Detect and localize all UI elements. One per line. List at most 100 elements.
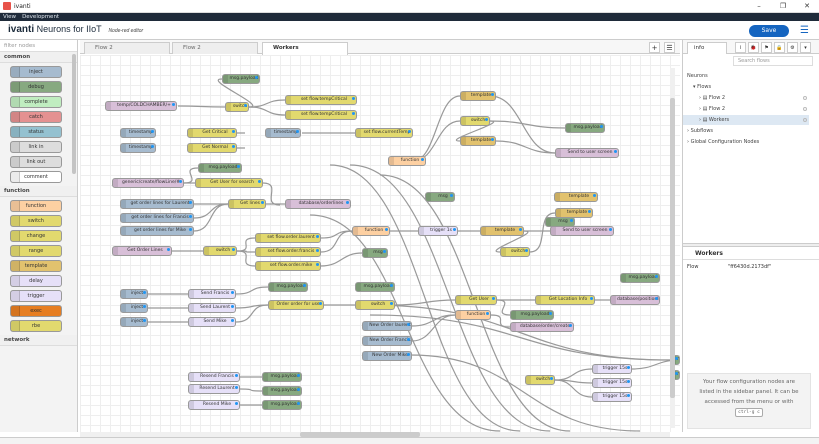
flow-node-inject[interactable]: New Order Mike — [362, 351, 412, 361]
flow-node-change[interactable]: set flow.currentTemp — [355, 128, 413, 138]
palette-node[interactable]: trigger — [10, 290, 62, 302]
info-icon[interactable]: i — [735, 42, 746, 53]
minimize-icon[interactable]: – — [757, 2, 761, 10]
flow-wire[interactable] — [489, 120, 566, 129]
flow-node-switch[interactable]: switch — [525, 375, 555, 385]
debug-icon[interactable]: 🐞 — [748, 42, 759, 53]
main-menu-icon[interactable]: ☰ — [800, 25, 809, 36]
tab-flow-2-a[interactable]: Flow 2 — [84, 42, 170, 54]
flow-node-inject[interactable]: inject — [120, 303, 148, 313]
add-tab-icon[interactable]: + — [649, 42, 660, 53]
flow-node-storage[interactable]: database/positionInfo — [610, 295, 660, 305]
flow-node-debug[interactable]: msg — [362, 248, 388, 258]
flow-wire[interactable] — [193, 203, 229, 219]
flow-node-delay[interactable]: Resend Mike — [188, 400, 240, 410]
palette-node[interactable]: inject — [10, 66, 62, 78]
flow-node-change[interactable]: set flow.order.francis — [255, 247, 321, 257]
flow-wire[interactable] — [320, 230, 353, 253]
flow-node-delay[interactable]: trigger 15s — [592, 378, 632, 388]
flow-node-storage[interactable]: database/orderlines — [285, 199, 351, 209]
flow-wire[interactable] — [329, 164, 521, 432]
flow-node-debug[interactable]: msg.payload — [262, 386, 302, 396]
tab-flow-2-b[interactable]: Flow 2 — [172, 42, 258, 54]
flow-wire[interactable] — [193, 203, 229, 232]
tab-list-icon[interactable]: ☰ — [664, 42, 675, 53]
palette-node[interactable]: delay — [10, 275, 62, 287]
palette-node[interactable]: exec — [10, 305, 62, 317]
flow-node-inject[interactable]: get order lines for Francis — [120, 213, 194, 223]
flow-node-inject[interactable]: get order lines for Mike — [120, 226, 194, 236]
flow-node-template[interactable]: template — [555, 208, 593, 218]
flow-wire[interactable] — [496, 299, 511, 316]
palette-scrollbar[interactable] — [72, 54, 76, 174]
flow-node-function[interactable]: function — [388, 156, 426, 166]
flow-node-delay[interactable]: Send Laurent — [188, 303, 236, 313]
horizontal-scroll-thumb[interactable] — [300, 432, 420, 437]
palette-category-common[interactable]: common — [0, 52, 77, 63]
flow-node-change[interactable]: set flow.order.mike — [255, 261, 321, 271]
tree-item-flow-2-a[interactable]: › ▤ Flow 2 — [683, 93, 809, 103]
flow-node-delay[interactable]: Resend Francis — [188, 372, 240, 382]
flow-node-inject[interactable]: timestamp — [120, 128, 156, 138]
flow-node-storage[interactable]: Get Order Lines — [112, 246, 172, 256]
flow-node-storage[interactable]: database/order/create — [510, 322, 574, 332]
palette-node[interactable]: function — [10, 200, 62, 212]
flow-node-switch[interactable]: switch — [500, 247, 530, 257]
tree-item-workers[interactable]: › ▤ Workers — [683, 115, 809, 125]
palette-node[interactable]: debug — [10, 81, 62, 93]
flow-node-template[interactable]: template — [554, 192, 598, 202]
flow-wire[interactable] — [495, 230, 529, 253]
flow-node-change[interactable]: Get Location Info — [535, 295, 595, 305]
flow-wire[interactable] — [412, 95, 461, 162]
flow-wire[interactable] — [409, 354, 641, 432]
menu-view[interactable]: View — [3, 14, 17, 20]
flag-icon[interactable]: ⚑ — [761, 42, 772, 53]
flow-wire[interactable] — [235, 304, 269, 323]
palette-filter-input[interactable]: filter nodes — [0, 40, 77, 52]
workspace-vertical-scrollbar[interactable] — [670, 68, 675, 428]
flow-node-delay[interactable]: Send Mike — [188, 317, 236, 327]
flow-node-debug[interactable]: msg.payload — [620, 273, 660, 283]
sidebar-tab-info[interactable]: info — [687, 42, 727, 54]
flow-node-delay[interactable]: trigger 15s — [592, 364, 632, 374]
sidebar-divider[interactable] — [683, 243, 819, 247]
flow-node-change[interactable]: set flow.tempCritical — [285, 110, 357, 120]
flow-node-change[interactable]: Get Critical — [187, 128, 237, 138]
flow-wire[interactable] — [495, 140, 556, 154]
palette-node[interactable]: change — [10, 230, 62, 242]
flow-wire[interactable] — [236, 250, 256, 267]
flow-node-template[interactable]: template — [460, 136, 496, 146]
flow-node-switch[interactable]: switch — [203, 246, 237, 256]
flow-node-storage[interactable]: Send to user screen — [550, 226, 614, 236]
flow-node-debug[interactable]: msg.payload — [198, 163, 242, 173]
palette-node[interactable]: switch — [10, 215, 62, 227]
flow-node-storage[interactable]: Send to user screen — [555, 148, 619, 158]
flow-wire[interactable] — [394, 299, 456, 306]
palette-node[interactable]: status — [10, 126, 62, 138]
flow-wire[interactable] — [554, 379, 593, 398]
flow-node-switch[interactable]: switch — [225, 102, 249, 112]
flow-wire[interactable] — [239, 388, 263, 392]
flow-node-inject[interactable]: get order lines for Laurent — [120, 199, 194, 209]
flow-node-change[interactable]: Get User for search — [195, 178, 263, 188]
chevron-down-icon[interactable]: ▾ — [800, 42, 811, 53]
flow-node-function[interactable]: function — [455, 310, 491, 320]
tree-global-config[interactable]: › Global Configuration Nodes — [687, 139, 760, 145]
flow-wire[interactable] — [489, 95, 556, 154]
flow-node-inject[interactable]: New Order laurent — [362, 321, 412, 331]
flow-node-inject[interactable]: New Order Francis — [362, 336, 412, 346]
flow-node-change[interactable]: Get User — [455, 295, 497, 305]
flow-wire[interactable] — [490, 314, 511, 328]
tree-root[interactable]: Neurons — [683, 71, 809, 81]
workspace-horizontal-scrollbar[interactable] — [80, 432, 670, 437]
flow-wire[interactable] — [235, 286, 269, 295]
palette-category-function[interactable]: function — [0, 186, 77, 197]
flow-node-debug[interactable]: msg.payload — [268, 282, 308, 292]
flow-node-inject[interactable]: timestamp — [265, 128, 301, 138]
flow-node-template[interactable]: template — [460, 91, 496, 101]
tree-flows[interactable]: ▾ Flows — [693, 84, 712, 90]
tree-subflows[interactable]: › Subflows — [687, 128, 714, 134]
flow-node-debug[interactable]: msg.payload — [355, 282, 395, 292]
vertical-scroll-thumb[interactable] — [670, 98, 675, 398]
